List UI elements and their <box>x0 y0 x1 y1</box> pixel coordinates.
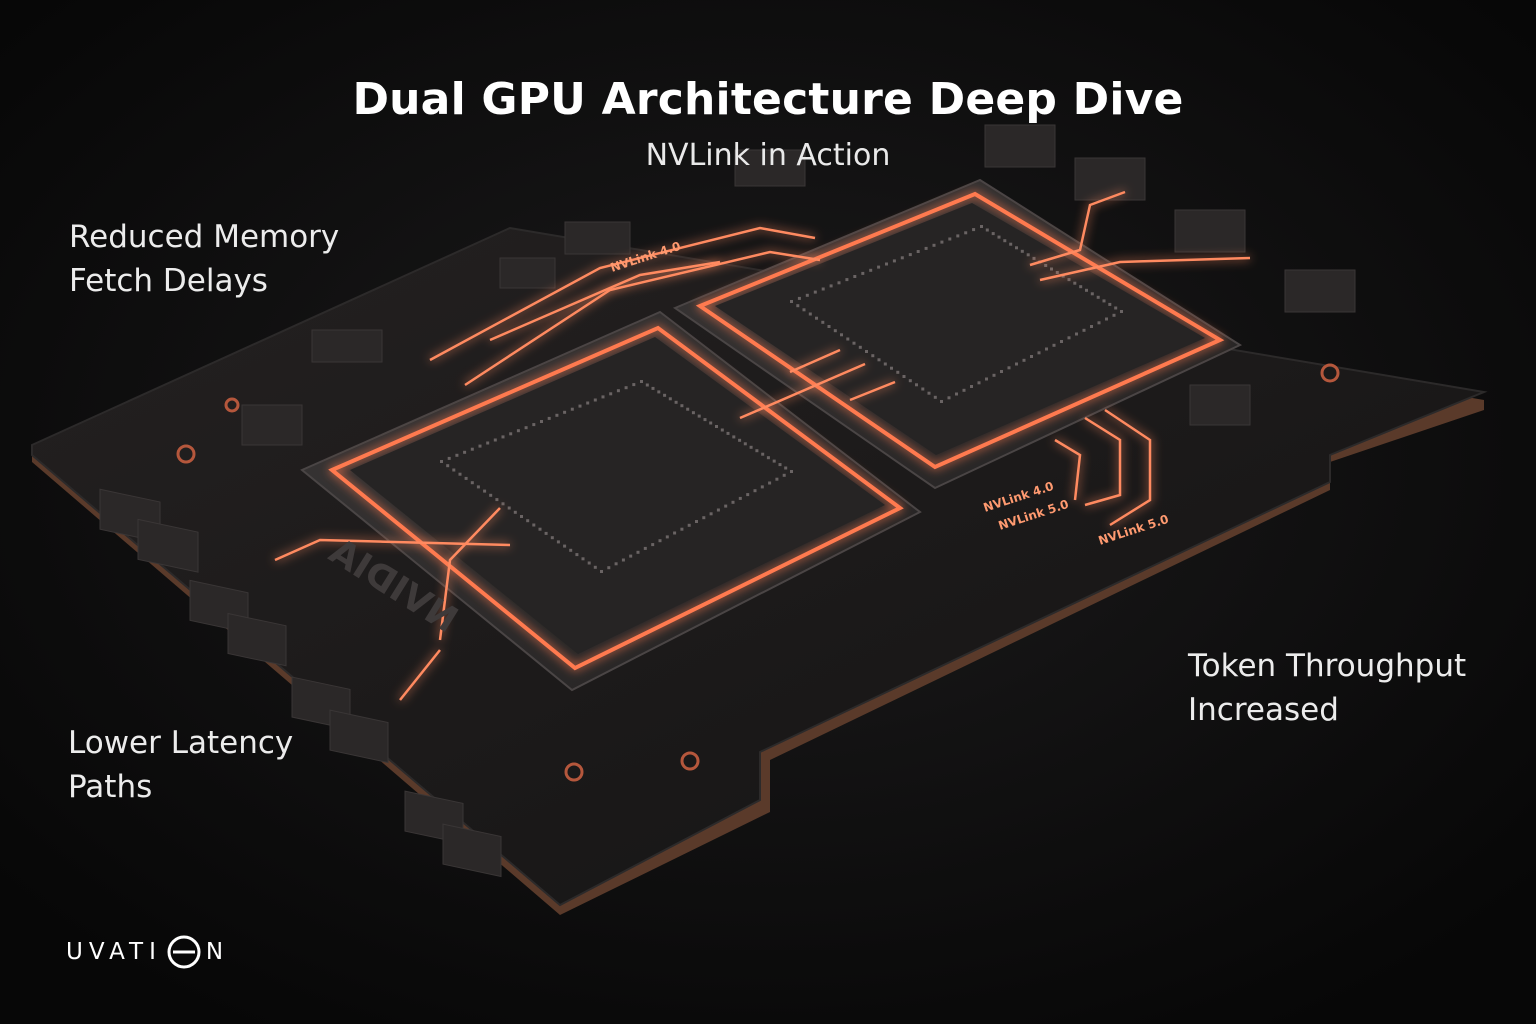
callout-token-throughput: Token Throughput Increased <box>1188 648 1467 728</box>
gpu-die-left-glow <box>328 325 904 671</box>
uvation-logo: UVATI N <box>66 932 229 972</box>
nvlink-traces <box>274 190 1251 701</box>
logo-o-mark-icon <box>167 935 201 969</box>
page-title: Dual GPU Architecture Deep Dive <box>352 74 1184 125</box>
gpu-die-left-inner <box>350 337 885 654</box>
mounting-holes <box>176 363 1340 782</box>
nvlink-arrows <box>739 348 896 420</box>
gpu-die-right-inner <box>715 203 1205 455</box>
page-subtitle: NVLink in Action <box>645 138 891 173</box>
top-connectors <box>241 124 1356 446</box>
die-dot-pattern <box>440 225 1123 573</box>
callout-lower-latency: Lower Latency Paths <box>68 725 294 805</box>
left-connectors <box>99 488 502 878</box>
gpu-die-right-glow <box>695 191 1225 470</box>
callout-memory-fetch: Reduced Memory Fetch Delays <box>69 219 340 299</box>
